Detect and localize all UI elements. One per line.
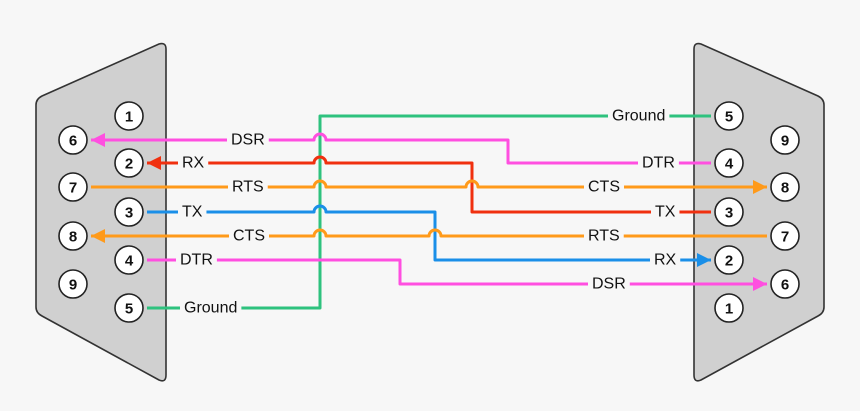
left-pin-6-circle: [58, 125, 88, 155]
right-pin-6-circle: [770, 269, 800, 299]
label-rx-tx-left-background: [178, 152, 209, 174]
left-pin-7: 7: [58, 172, 88, 202]
right-pin-9: 9: [770, 125, 800, 155]
label-tx-rx-left: TX: [182, 204, 203, 221]
left-pin-9-circle: [58, 269, 88, 299]
right-pin-2: 2: [714, 245, 744, 275]
wire-dsr-dtr: [91, 132, 711, 165]
right-pin-2-number: 2: [725, 253, 733, 270]
left-pin-7-number: 7: [69, 180, 77, 197]
left-pin-3-number: 3: [125, 205, 133, 222]
left-pin-5: 5: [114, 293, 144, 323]
right-pin-5-circle: [714, 101, 744, 131]
left-pin-3: 3: [114, 197, 144, 227]
right-pin-6: 6: [770, 269, 800, 299]
left-pin-1-circle: [114, 101, 144, 131]
right-pin-8: 8: [770, 172, 800, 202]
right-pin-4: 4: [714, 148, 744, 178]
left-pin-9: 9: [58, 269, 88, 299]
label-rx-tx-right-background: [651, 201, 680, 223]
label-ground-right-background: [608, 105, 670, 127]
label-rts-cts-left: RTS: [232, 179, 264, 196]
wire-rx-tx: [147, 155, 711, 214]
label-ground-right: Ground: [612, 108, 665, 125]
left-pin-3-circle: [114, 197, 144, 227]
label-cts-rts-right: RTS: [588, 228, 620, 245]
label-rts-cts-right: CTS: [588, 179, 620, 196]
arrow-cts-rts-left: [91, 229, 105, 243]
right-pin-2-circle: [714, 245, 744, 275]
label-rx-tx-right: TX: [655, 204, 676, 221]
right-pin-4-number: 4: [725, 156, 734, 173]
arrow-rx-tx-left: [147, 156, 161, 170]
left-pin-1: 1: [114, 101, 144, 131]
arrow-rts-cts-right: [753, 180, 767, 194]
left-pin-5-circle: [114, 293, 144, 323]
left-pin-4-number: 4: [125, 253, 134, 270]
left-pin-1-number: 1: [125, 109, 133, 126]
left-pin-8: 8: [58, 221, 88, 251]
right-pin-1-circle: [714, 293, 744, 323]
arrow-dtr-dsr-right: [753, 277, 767, 291]
label-rx-tx-left: RX: [182, 155, 205, 172]
left-pin-5-number: 5: [125, 301, 133, 318]
wire-cts-rts: [91, 228, 767, 238]
label-dtr-dsr-left-background: [176, 249, 217, 271]
right-pin-6-number: 6: [781, 277, 789, 294]
left-pin-9-number: 9: [69, 277, 77, 294]
label-dsr-dtr-right-background: [638, 152, 679, 174]
label-ground-left-background: [180, 297, 242, 319]
right-pin-9-number: 9: [781, 133, 789, 150]
right-pin-1-number: 1: [725, 301, 733, 318]
right-pin-7: 7: [770, 221, 800, 251]
label-tx-rx-left-background: [178, 201, 207, 223]
label-rts-cts-left-background: [228, 176, 268, 198]
pins-layer: 1 2 3 4 5 6 7 8 9 1 2 3 4 5 6 7 8 9: [58, 101, 800, 323]
right-pin-8-number: 8: [781, 180, 789, 197]
wire-tx-rx: [147, 204, 711, 262]
left-pin-7-circle: [58, 172, 88, 202]
right-pin-3: 3: [714, 197, 744, 227]
arrow-tx-rx-right: [697, 253, 711, 267]
left-pin-6-number: 6: [69, 133, 77, 150]
left-pin-4-circle: [114, 245, 144, 275]
left-pin-6: 6: [58, 125, 88, 155]
label-dtr-dsr-left: DTR: [180, 252, 213, 269]
left-pin-4: 4: [114, 245, 144, 275]
arrow-dsr-dtr-left: [91, 133, 105, 147]
right-pin-9-circle: [770, 125, 800, 155]
right-pin-3-circle: [714, 197, 744, 227]
label-cts-rts-left: CTS: [233, 228, 265, 245]
right-pin-8-circle: [770, 172, 800, 202]
right-pin-3-number: 3: [725, 205, 733, 222]
right-pin-5: 5: [714, 101, 744, 131]
left-pin-2-circle: [114, 148, 144, 178]
label-cts-rts-right-background: [584, 225, 624, 247]
label-dtr-dsr-right: DSR: [592, 276, 626, 293]
label-dsr-dtr-right: DTR: [642, 155, 675, 172]
left-pin-8-circle: [58, 221, 88, 251]
wire-dtr-dsr: [147, 258, 767, 286]
left-pin-8-number: 8: [69, 229, 77, 246]
left-pin-2-number: 2: [125, 156, 133, 173]
left-pin-2: 2: [114, 148, 144, 178]
right-pin-1: 1: [714, 293, 744, 323]
label-tx-rx-right: RX: [654, 252, 677, 269]
label-dsr-dtr-left-background: [227, 129, 269, 151]
label-dtr-dsr-right-background: [588, 273, 630, 295]
wire-rts-cts: [91, 179, 767, 189]
label-dsr-dtr-left: DSR: [231, 132, 265, 149]
right-pin-7-circle: [770, 221, 800, 251]
label-cts-rts-left-background: [229, 225, 269, 247]
label-rts-cts-right-background: [584, 176, 624, 198]
right-pin-7-number: 7: [781, 229, 789, 246]
label-tx-rx-right-background: [650, 249, 681, 271]
right-pin-5-number: 5: [725, 109, 733, 126]
wires-layer: [91, 114, 767, 310]
right-pin-4-circle: [714, 148, 744, 178]
label-ground-left: Ground: [184, 300, 237, 317]
